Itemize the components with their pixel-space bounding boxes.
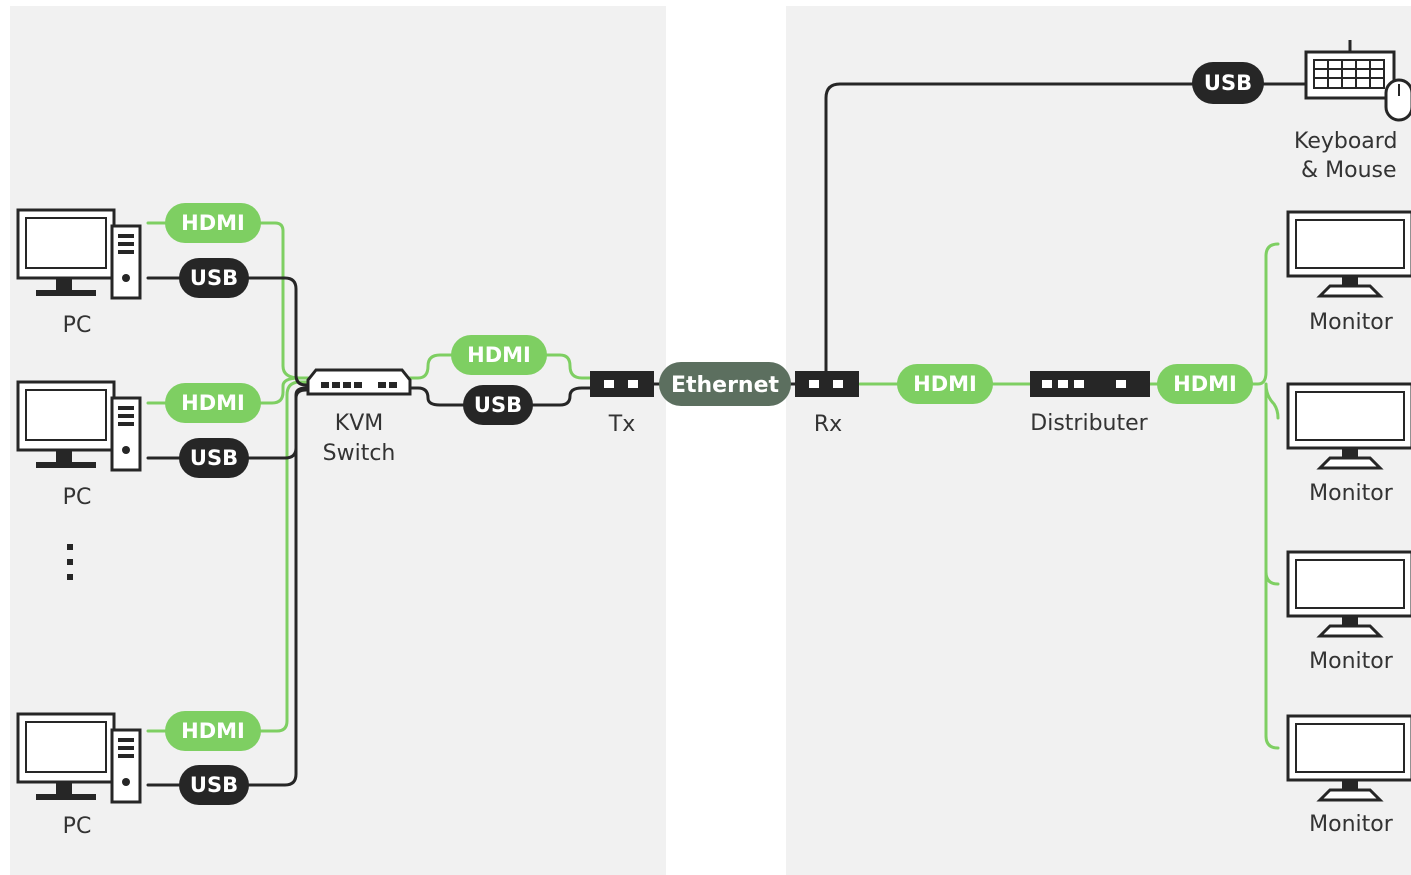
rx-box-icon	[795, 371, 859, 397]
keyboard-mouse-icon	[1304, 40, 1411, 122]
ethernet-pill: Ethernet	[659, 362, 791, 406]
tx-label: Tx	[608, 412, 635, 437]
hdmi-pill: HDMI	[165, 383, 261, 423]
usb-pill: USB	[1192, 62, 1264, 104]
rx-label: Rx	[814, 412, 842, 437]
hdmi-pill-label: HDMI	[913, 372, 977, 396]
distributer-label: Distributer	[1030, 411, 1148, 436]
hdmi-pill: HDMI	[1157, 364, 1253, 404]
distributer-icon	[1030, 371, 1150, 397]
monitor-label: Monitor	[1309, 310, 1394, 335]
usb-pill: USB	[179, 765, 249, 805]
pc-label: PC	[63, 485, 92, 510]
usb-pill-label: USB	[474, 393, 522, 417]
monitor-icon	[1286, 550, 1411, 638]
hdmi-pill: HDMI	[897, 364, 993, 404]
monitor-icon	[1286, 714, 1411, 802]
usb-pill-label: USB	[190, 266, 238, 290]
hdmi-pill-label: HDMI	[181, 391, 245, 415]
pc-icon	[16, 712, 142, 804]
hdmi-pill-label: HDMI	[181, 719, 245, 743]
monitor-label: Monitor	[1309, 812, 1394, 837]
monitor-label: Monitor	[1309, 481, 1394, 506]
monitor-icon	[1286, 210, 1411, 298]
keyboard-label-line2: & Mouse	[1301, 158, 1397, 183]
usb-pill: USB	[179, 438, 249, 478]
kvm-label-line1: KVM	[335, 411, 383, 436]
pc-icon	[16, 208, 142, 300]
monitor-icon	[1286, 382, 1411, 470]
hdmi-pill: HDMI	[165, 711, 261, 751]
pc-label: PC	[63, 814, 92, 839]
monitor-label: Monitor	[1309, 649, 1394, 674]
keyboard-label-line1: Keyboard	[1294, 129, 1397, 154]
usb-pill-label: USB	[1204, 71, 1252, 95]
pc-icon	[16, 380, 142, 472]
usb-pill: USB	[179, 258, 249, 298]
tx-box-icon	[590, 371, 654, 397]
hdmi-pill: HDMI	[165, 203, 261, 243]
kvm-label-line2: Switch	[323, 441, 396, 466]
hdmi-pill-label: HDMI	[467, 343, 531, 367]
kvm-switch-icon	[306, 368, 412, 396]
usb-pill: USB	[463, 385, 533, 425]
ethernet-pill-label: Ethernet	[671, 373, 780, 398]
usb-pill-label: USB	[190, 446, 238, 470]
hdmi-pill: HDMI	[451, 335, 547, 375]
usb-pill-label: USB	[190, 773, 238, 797]
pc-label: PC	[63, 313, 92, 338]
vertical-ellipsis-icon	[67, 544, 73, 580]
hdmi-pill-label: HDMI	[1173, 372, 1237, 396]
hdmi-pill-label: HDMI	[181, 211, 245, 235]
